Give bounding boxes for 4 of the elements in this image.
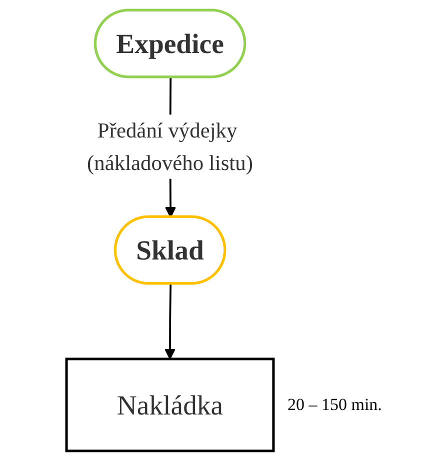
node-box: Nakládka xyxy=(65,358,275,452)
edge-label: Předání výdejky (nákladového listu) xyxy=(87,118,253,174)
arrow xyxy=(164,284,176,360)
duration-note: 20 – 150 min. xyxy=(287,394,382,415)
